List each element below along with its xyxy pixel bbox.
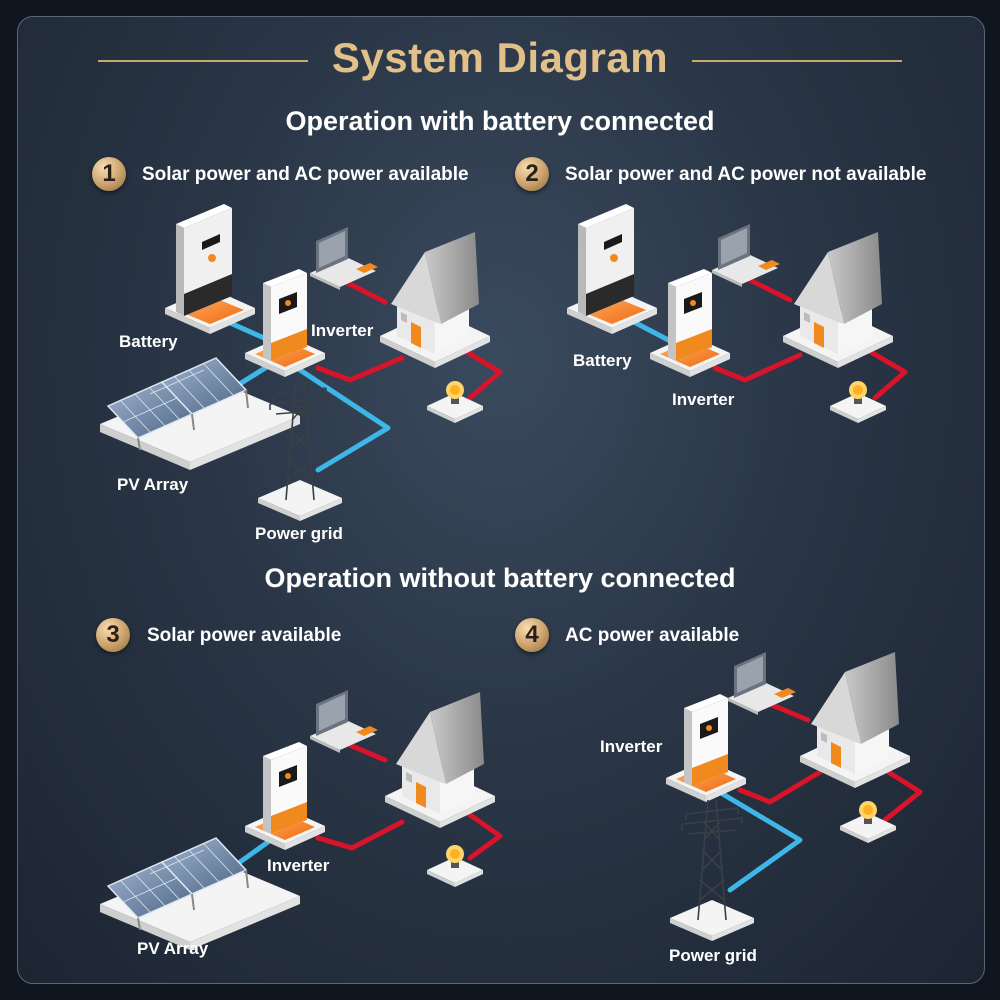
- label-power-grid-4: Power grid: [669, 946, 757, 965]
- scenario-3-diagram: [99, 690, 503, 951]
- label-pv-array-3: PV Array: [137, 939, 209, 958]
- scenario-2-caption: Solar power and AC power not available: [565, 164, 927, 185]
- scenario-2-diagram: [567, 204, 908, 423]
- scenario-4-badge: 4: [515, 618, 549, 652]
- page-title: System Diagram: [331, 34, 669, 81]
- scenario-4-diagram: [666, 652, 923, 942]
- label-inverter-4: Inverter: [600, 737, 663, 756]
- label-inverter-1: Inverter: [311, 321, 374, 340]
- label-power-grid-1: Power grid: [255, 524, 343, 543]
- scenario-3-badge: 3: [96, 618, 130, 652]
- label-battery-2: Battery: [573, 351, 632, 370]
- scenario-2-badge: 2: [515, 157, 549, 191]
- label-battery-1: Battery: [119, 332, 178, 351]
- title-rule-right: [692, 60, 902, 62]
- scenario-3-caption: Solar power available: [147, 625, 342, 646]
- scenario-1-badge: 1: [92, 157, 126, 191]
- label-inverter-3: Inverter: [267, 856, 330, 875]
- title-rule-left: [98, 60, 308, 62]
- scenario-1-diagram: [99, 204, 503, 522]
- diagram-panel: [17, 16, 985, 984]
- scenario-4-caption: AC power available: [565, 625, 740, 646]
- section-heading-without-battery: Operation without battery connected: [264, 563, 736, 593]
- scenario-1-caption: Solar power and AC power available: [142, 164, 469, 185]
- label-inverter-2: Inverter: [672, 390, 735, 409]
- label-pv-array-1: PV Array: [117, 475, 189, 494]
- section-heading-with-battery: Operation with battery connected: [285, 106, 715, 136]
